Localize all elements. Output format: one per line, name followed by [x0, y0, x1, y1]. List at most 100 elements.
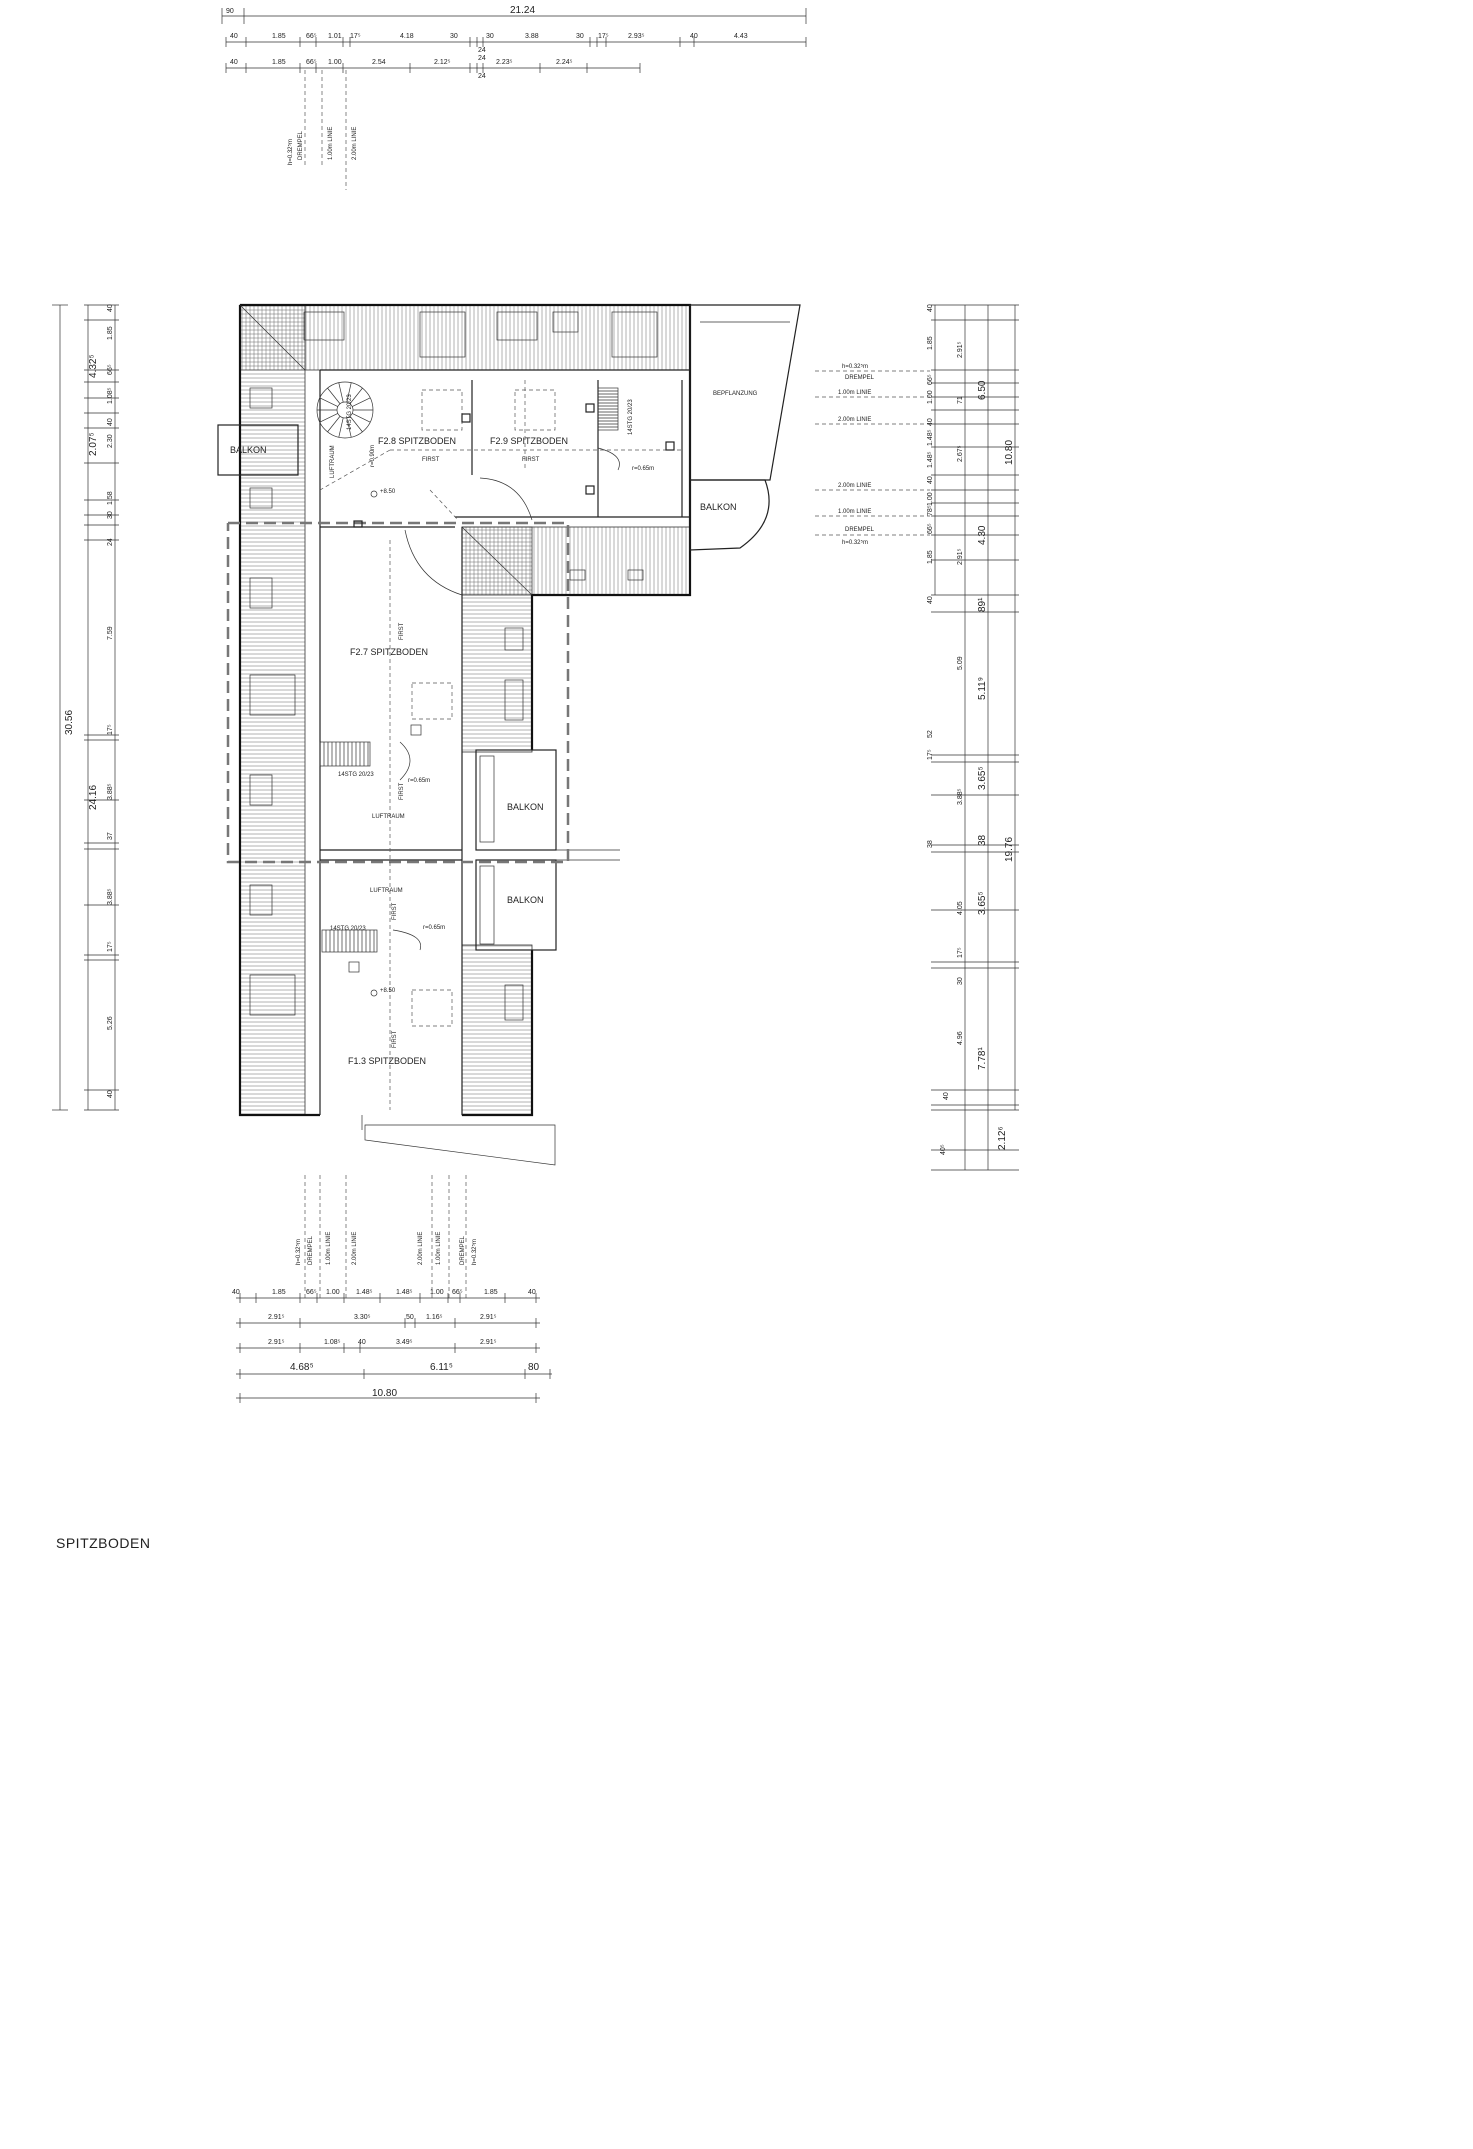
dim-right-fine-19: 17⁵ — [927, 749, 934, 760]
top-legend-200: 2.00m LINIE — [352, 127, 358, 160]
dim-bot-r3-4: 2.91⁵ — [480, 1339, 497, 1346]
room-balkon-left: BALKON — [230, 445, 267, 455]
dim-right-fine-1: 1.85 — [927, 336, 934, 350]
dim-right-fine-11: 1.00 — [927, 492, 934, 506]
dim-right-total2: 19.76 — [1004, 837, 1015, 862]
label-stair-f13: 14STG 20/23 — [330, 926, 366, 932]
dim-top-r2-1: 1.85 — [272, 59, 286, 66]
dim-right-fine-24: 30 — [957, 977, 964, 985]
dim-right-fine-21: 38 — [927, 840, 934, 848]
label-stair-f27: 14STG 20/23 — [338, 772, 374, 778]
left-dimension-chains: 30.56 4.32⁵ 2.07⁵ 24.16 401.8566⁵1.08⁵40… — [52, 304, 119, 1111]
dim-right-fine-23: 17⁵ — [957, 947, 964, 958]
dim-left-fine-9: 7.59 — [107, 626, 114, 640]
dim-bot-r3-1: 1.08⁵ — [324, 1339, 341, 1346]
dim-right-fine-3: 66⁵ — [927, 374, 934, 385]
building-outline — [217, 303, 801, 1166]
dim-top-r2-3: 1.00 — [328, 59, 342, 66]
dim-right-fine-5: 71 — [957, 396, 964, 404]
spiral-step-line — [352, 413, 371, 423]
dim-bot-r1-3: 1.00 — [326, 1289, 340, 1296]
bottom-legend-200-left: 2.00m LINIE — [352, 1232, 358, 1265]
top-dimension-chains: 90 21.24 40 1.85 66⁵ 1.01 17⁵ 4.18 30 30… — [221, 5, 807, 190]
dim-right-fine-15: 2.91⁵ — [957, 548, 964, 565]
dim-top-r2-0: 40 — [230, 59, 238, 66]
dim-left-fine-10: 17⁵ — [107, 724, 114, 735]
label-radius-f27: r=0.65m — [408, 778, 430, 784]
dim-right-fine-20: 3.88⁵ — [957, 788, 964, 805]
spiral-step-line — [338, 382, 344, 403]
dim-bot-r4-1: 6.11⁵ — [430, 1362, 453, 1373]
drawing-title: SPITZBODEN — [56, 1535, 150, 1551]
dim-top-r1-12: 40 — [690, 33, 698, 40]
dim-bot-r1-6: 1.00 — [430, 1289, 444, 1296]
room-f29: F2.9 SPITZBODEN — [490, 436, 568, 446]
dim-right-fine-27: 40⁵ — [940, 1144, 947, 1155]
dim-top-r1-8: 3.88 — [525, 33, 539, 40]
top-legend-h: h=0.32⁵m — [287, 139, 294, 165]
dim-left-fine-8: 24 — [107, 538, 114, 546]
room-labels: BALKON F2.8 SPITZBODEN F2.9 SPITZBODEN F… — [230, 391, 758, 1066]
label-first-f27: FIRST — [399, 622, 405, 640]
spiral-step-line — [338, 417, 344, 438]
dim-bot-r2-2: 50 — [406, 1314, 414, 1321]
dim-right-overall: 10.80 — [1004, 440, 1015, 465]
label-first-f28: FIRST — [422, 457, 440, 463]
spiral-step-line — [349, 416, 363, 433]
room-balkon-mid-2: BALKON — [507, 895, 544, 905]
dim-left-g1: 4.32⁵ — [88, 354, 99, 378]
label-first-f13b: FIRST — [392, 1030, 398, 1048]
dim-top-r1-11: 2.93⁵ — [628, 33, 645, 40]
dim-bot-r2-0: 2.91⁵ — [268, 1314, 285, 1321]
right-legend-h-top: h=0.32⁵m — [842, 363, 868, 370]
room-f13: F1.3 SPITZBODEN — [348, 1056, 426, 1066]
right-legend-drempel-top: DREMPEL — [845, 375, 875, 381]
dim-bot-r1-8: 1.85 — [484, 1289, 498, 1296]
label-stair-f29: 14STG 20/23 — [628, 399, 634, 435]
dim-top-marker-24a: 24 — [478, 47, 486, 54]
bottom-legend-drempel-left: DREMPEL — [308, 1235, 314, 1265]
label-radius-f13: r=0.65m — [423, 925, 445, 931]
dim-top-r1-6: 30 — [450, 33, 458, 40]
dim-bot-r1-5: 1.48⁵ — [396, 1289, 413, 1296]
room-bepflanzung: BEPFLANZUNG — [713, 391, 758, 397]
floor-plan-drawing: 90 21.24 40 1.85 66⁵ 1.01 17⁵ 4.18 30 30… — [52, 5, 1019, 1551]
dim-right-g4: 5.11⁹ — [977, 677, 988, 700]
dim-top-r1-4: 17⁵ — [350, 33, 361, 40]
spiral-step-line — [346, 382, 352, 403]
dim-right-g9: 2.12⁶ — [997, 1126, 1008, 1150]
dim-bot-r1-4: 1.48⁵ — [356, 1289, 373, 1296]
dim-bot-r2-3: 1.16⁵ — [426, 1314, 443, 1321]
dim-right-g8: 7.78¹ — [977, 1047, 988, 1070]
right-legend-200-bot: 2.00m LINIE — [838, 483, 871, 489]
label-radius-f29: r=0.65m — [632, 466, 654, 472]
dim-right-g6: 38 — [977, 834, 988, 846]
dim-left-fine-6: 1.58 — [107, 491, 114, 505]
dim-right-fine-22: 4.05 — [957, 901, 964, 915]
dim-left-fine-7: 30 — [107, 511, 114, 519]
right-legend-h-bot: h=0.32⁵m — [842, 539, 868, 546]
dim-bot-r4-2: 80 — [528, 1362, 540, 1373]
dim-top-r1-1: 1.85 — [272, 33, 286, 40]
dim-left-fine-4: 40 — [107, 418, 114, 426]
dim-right-fine-25: 4.96 — [957, 1031, 964, 1045]
room-balkon-right: BALKON — [700, 502, 737, 512]
spiral-step-line — [319, 413, 338, 423]
dim-top-r2-7: 2.23⁵ — [496, 59, 513, 66]
dim-right-g7: 3.65⁵ — [977, 891, 988, 915]
dim-top-marker-24b: 24 — [478, 55, 486, 62]
bottom-legend-200-right: 2.00m LINIE — [418, 1232, 424, 1265]
dim-left-fine-1: 1.85 — [107, 326, 114, 340]
dim-right-g2: 4.30 — [977, 525, 988, 545]
dim-top-r2-8: 2.24⁵ — [556, 59, 573, 66]
dim-left-fine-3: 1.08⁵ — [107, 387, 114, 404]
dim-top-overall: 21.24 — [510, 5, 535, 16]
dim-right-fine-10: 40 — [927, 476, 934, 484]
label-first-f27b: FIRST — [399, 782, 405, 800]
label-luftraum-f13: LUFTRAUM — [370, 888, 403, 894]
dim-left-fine-14: 17⁵ — [107, 941, 114, 952]
dim-right-g1: 6.50 — [977, 380, 988, 400]
dim-left-fine-5: 2.30 — [107, 434, 114, 448]
spiral-step-line — [346, 417, 352, 438]
room-f27: F2.7 SPITZBODEN — [350, 647, 428, 657]
